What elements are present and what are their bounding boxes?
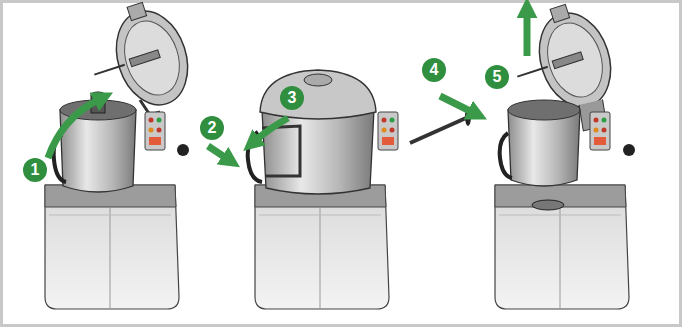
callout-number: 2 (200, 116, 224, 140)
bowl (508, 110, 580, 186)
lid-closed (260, 70, 376, 119)
callout-number: 5 (485, 65, 509, 89)
callout-number: 3 (280, 86, 304, 110)
cutter-open (45, 0, 199, 309)
motor-base (255, 185, 389, 309)
cutter-lid-removed (495, 0, 635, 309)
control-panel (378, 112, 398, 150)
motion-arrow (524, 14, 531, 56)
control-panel (145, 112, 165, 150)
drive-hub (532, 200, 564, 210)
locking-rod (410, 118, 466, 143)
motor-base (45, 185, 179, 309)
control-panel (590, 112, 610, 150)
bowl-handle (500, 133, 512, 178)
motion-arrow (440, 96, 472, 112)
bowl-rim (508, 100, 580, 120)
lock-knob (177, 144, 189, 156)
motion-arrow (208, 146, 226, 158)
motion-arrows (48, 14, 527, 158)
callout-number: 4 (422, 58, 446, 82)
shaft-top (91, 92, 105, 98)
motion-arrow (48, 100, 98, 158)
motion-arrow (256, 118, 288, 140)
motor-base (495, 185, 629, 309)
lid-cap (304, 74, 332, 86)
cutter-closed (248, 70, 471, 309)
callout-number: 1 (23, 158, 47, 182)
lock-knob (623, 144, 635, 156)
